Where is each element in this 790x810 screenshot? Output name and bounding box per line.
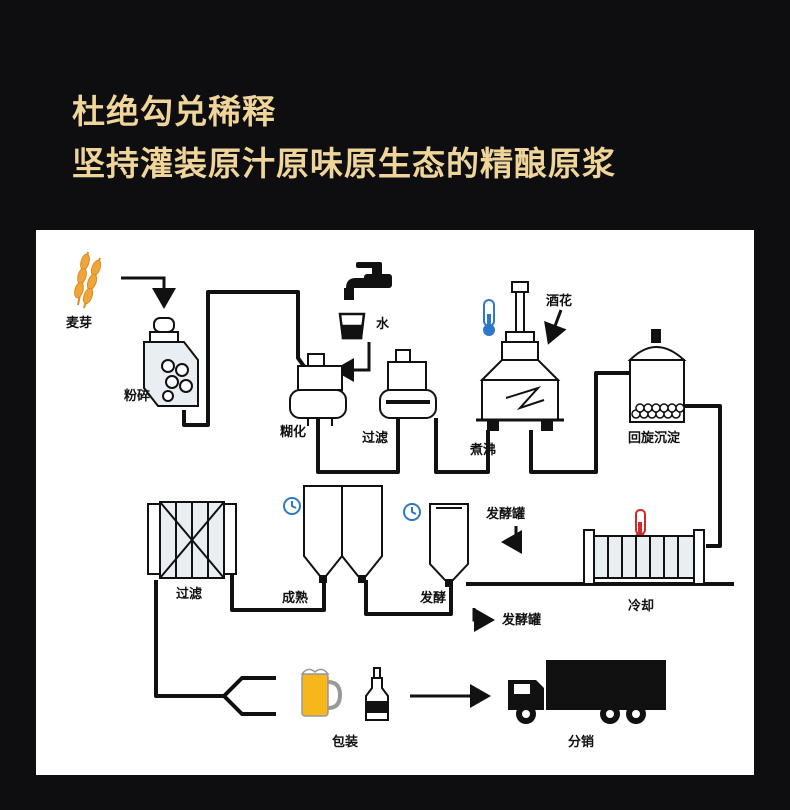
- arrow-icon: [501, 526, 522, 554]
- arrow-icon: [472, 608, 495, 632]
- label-filter-1: 过滤: [362, 430, 388, 446]
- label-mash: 糊化: [280, 424, 306, 440]
- brewing-process-diagram: 麦芽 粉碎 水 糊化 过滤: [66, 251, 734, 750]
- truck-icon: [508, 660, 666, 724]
- label-distribute: 分销: [568, 734, 594, 750]
- process-diagram-panel: 麦芽 粉碎 水 糊化 过滤: [36, 230, 754, 775]
- flow-arrows: [121, 276, 567, 708]
- thermometer-icon: [483, 299, 495, 336]
- label-boil: 煮沸: [469, 442, 496, 458]
- heat-exchanger-icon: [583, 529, 705, 585]
- label-crush: 粉碎: [124, 388, 150, 404]
- label-whirlpool: 回旋沉淀: [628, 430, 681, 446]
- label-water: 水: [376, 316, 390, 332]
- pipe-mash-to-lauter: [316, 418, 400, 474]
- fermentation-tank-icon: [429, 503, 469, 587]
- lauter-tun-icon: [379, 349, 437, 419]
- pipe-lauter-to-boil: [434, 418, 490, 474]
- water-cup-icon: [338, 312, 366, 340]
- label-filter-2: 过滤: [176, 586, 202, 602]
- plate-filter-icon: [147, 501, 237, 579]
- bottle-icon: [365, 667, 389, 721]
- arrow-icon: [544, 309, 567, 345]
- pipe-whirlpool-to-cooler: [684, 404, 722, 548]
- beer-mug-icon: [300, 668, 343, 717]
- pipe-filter-to-package: [154, 580, 224, 698]
- fermentation-tank-icon: [303, 485, 383, 583]
- label-fermenter-in: 发酵罐: [485, 506, 525, 522]
- label-package: 包装: [332, 734, 358, 750]
- label-cool: 冷却: [628, 598, 654, 614]
- faucet-icon: [344, 262, 392, 300]
- clock-icon: [403, 503, 421, 521]
- headline-line-1: 杜绝勾兑稀释: [72, 92, 276, 131]
- label-malt: 麦芽: [66, 315, 92, 331]
- label-hops: 酒花: [546, 293, 572, 309]
- pipe-splitter: [222, 676, 276, 716]
- boil-kettle-icon: [476, 281, 564, 431]
- crusher-icon: [143, 317, 199, 407]
- arrow-icon: [121, 276, 176, 309]
- label-mature: 成熟: [282, 590, 308, 606]
- label-fermenter-out: 发酵罐: [501, 612, 541, 628]
- whirlpool-tank-icon: [627, 329, 687, 423]
- clock-icon: [283, 497, 301, 515]
- mash-tun-icon: [289, 353, 347, 426]
- pipe-ferment-to-mature: [364, 580, 453, 616]
- pipe-crusher-to-mash: [182, 290, 310, 427]
- pipes: [154, 290, 734, 716]
- label-ferment: 发酵: [419, 590, 446, 606]
- arrow-icon: [333, 342, 371, 382]
- wheat-icon: [74, 251, 102, 309]
- headline-line-2: 坚持灌装原汁原味原生态的精酿原浆: [72, 144, 616, 183]
